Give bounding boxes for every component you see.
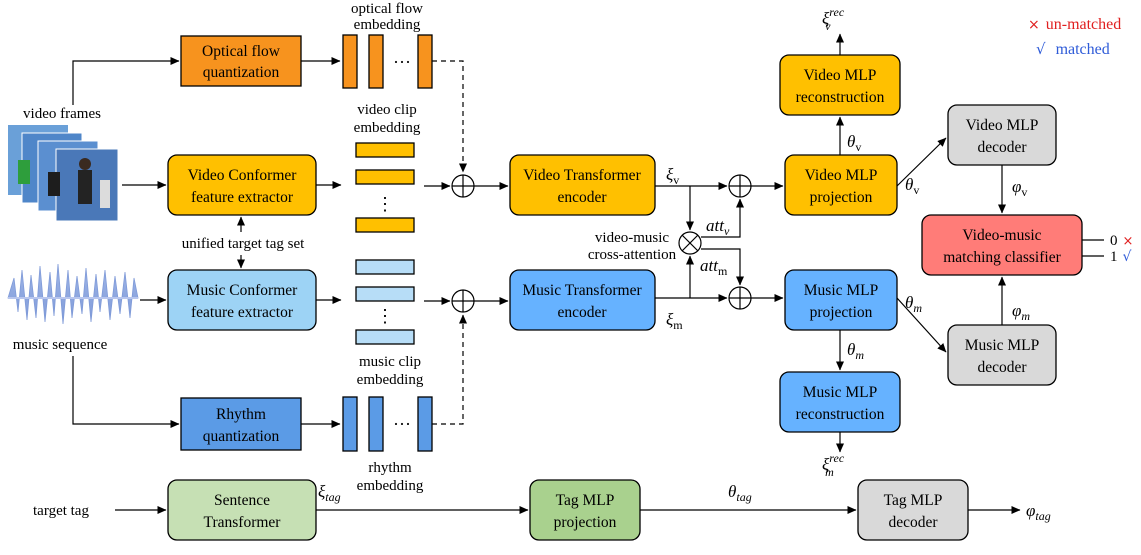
video-conformer-box: Video Conformer feature extractor	[167, 154, 317, 216]
output-zero: 0×	[1110, 233, 1133, 249]
video-mlp-reconstruction-box: Video MLP reconstruction	[779, 54, 901, 116]
mproj-line1: Music MLP	[804, 282, 879, 299]
video-vdots: ⋮	[376, 194, 394, 214]
music-mlp-decoder-box: Music MLP decoder	[947, 324, 1057, 386]
classifier-line1: Video-music	[962, 227, 1041, 244]
vrec-line1: Video MLP	[804, 67, 877, 84]
sentence-line1: Sentence	[214, 492, 270, 509]
sentence-transformer-box: Sentence Transformer	[167, 479, 317, 541]
video-frames-label: video frames	[23, 106, 101, 122]
phi-tag-symbol: φtag	[1026, 501, 1051, 523]
video-conformer-line2: feature extractor	[191, 189, 294, 206]
add-operator-video-att	[728, 174, 752, 198]
optical-embedding-label-2: embedding	[354, 17, 421, 33]
tagproj-line1: Tag MLP	[556, 492, 615, 509]
music-mlp-projection-box: Music MLP projection	[784, 269, 898, 331]
theta-v-up-symbol: θv	[847, 132, 861, 154]
tagdec-line2: decoder	[888, 514, 938, 531]
rhythm-embedding-label-1: rhythm	[368, 460, 412, 476]
music-clip-embedding-bars: ⋮	[355, 259, 415, 345]
optical-ellipsis: ···	[393, 52, 411, 72]
add-operator-music	[451, 289, 475, 313]
classifier-line2: matching classifier	[943, 249, 1061, 266]
tag-mlp-decoder-box: Tag MLP decoder	[857, 479, 969, 541]
video-transformer-box: Video Transformer encoder	[509, 154, 656, 216]
att-v-symbol: attv	[706, 216, 730, 238]
add-operator-video	[451, 174, 475, 198]
att-m-symbol: attm	[700, 256, 728, 278]
rhythm-quantization-box: Rhythm quantization	[180, 397, 302, 451]
music-conformer-line1: Music Conformer	[187, 282, 298, 299]
theta-m-right-symbol: θm	[905, 293, 922, 315]
sentence-line2: Transformer	[204, 514, 282, 531]
video-clip-label-2: embedding	[354, 120, 421, 136]
target-tag-label: target tag	[33, 503, 89, 519]
theta-tag-symbol: θtag	[728, 482, 752, 504]
legend-matched: √matched	[1036, 40, 1110, 58]
music-transformer-line1: Music Transformer	[522, 282, 642, 299]
xi-m-symbol: ξm	[666, 310, 683, 332]
music-conformer-line2: feature extractor	[191, 304, 294, 321]
legend-unmatched: ×un-matched	[1028, 16, 1121, 33]
matching-classifier-box: Video-music matching classifier	[921, 214, 1083, 276]
cross-attention-label-1: video-music	[595, 230, 669, 246]
rhythm-line1: Rhythm	[216, 406, 266, 423]
music-clip-label-1: music clip	[359, 354, 421, 370]
vproj-line2: projection	[810, 189, 873, 206]
music-conformer-box: Music Conformer feature extractor	[167, 269, 317, 331]
optical-embedding-label-1: optical flow	[351, 1, 423, 17]
video-mlp-projection-box: Video MLP projection	[784, 154, 898, 216]
cross-attention-label-2: cross-attention	[588, 247, 677, 263]
music-mlp-reconstruction-box: Music MLP reconstruction	[779, 371, 901, 433]
optical-flow-line2: quantization	[203, 64, 280, 81]
music-transformer-box: Music Transformer encoder	[509, 269, 656, 331]
mrec-line2: reconstruction	[796, 406, 885, 423]
add-operator-music-att	[728, 286, 752, 310]
video-frames-thumbnail	[8, 125, 119, 222]
mrec-line1: Music MLP	[803, 384, 878, 401]
rhythm-ellipsis: ···	[393, 414, 411, 434]
optical-flow-line1: Optical flow	[202, 43, 281, 60]
music-transformer-line2: encoder	[557, 304, 607, 321]
connector-arrows	[72, 33, 1021, 514]
rhythm-line2: quantization	[203, 428, 280, 445]
vdec-line2: decoder	[977, 139, 1027, 156]
video-transformer-line1: Video Transformer	[523, 167, 641, 184]
tagproj-line2: projection	[554, 514, 617, 531]
music-sequence-label: music sequence	[13, 337, 108, 353]
tag-mlp-projection-box: Tag MLP projection	[529, 479, 641, 541]
video-mlp-decoder-box: Video MLP decoder	[947, 104, 1057, 166]
theta-m-down-symbol: θm	[847, 340, 864, 362]
mdec-line2: decoder	[977, 359, 1027, 376]
video-clip-embedding-bars: ⋮	[355, 142, 415, 233]
video-transformer-line2: encoder	[557, 189, 607, 206]
mproj-line2: projection	[810, 304, 873, 321]
vproj-line1: Video MLP	[805, 167, 878, 184]
optical-flow-embedding-bars: ···	[342, 34, 433, 89]
music-clip-label-2: embedding	[357, 372, 424, 388]
optical-flow-quantization-box: Optical flow quantization	[180, 35, 302, 87]
xi-tag-symbol: ξtag	[318, 482, 341, 504]
video-conformer-line1: Video Conformer	[188, 167, 298, 184]
xi-v-symbol: ξv	[666, 165, 679, 187]
music-vdots: ⋮	[376, 306, 394, 326]
theta-v-right-symbol: θv	[905, 175, 919, 197]
unified-tag-set-label: unified target tag set	[182, 236, 305, 252]
legend: ×un-matched √matched	[1028, 16, 1121, 58]
music-waveform-thumbnail	[7, 263, 139, 325]
mdec-line1: Music MLP	[965, 337, 1040, 354]
video-clip-label-1: video clip	[357, 102, 417, 118]
phi-m-symbol: φm	[1012, 301, 1030, 323]
phi-v-symbol: φv	[1012, 177, 1027, 199]
tagdec-line1: Tag MLP	[884, 492, 943, 509]
vdec-line1: Video MLP	[966, 117, 1039, 134]
output-one: 1√	[1110, 249, 1132, 265]
cross-attention-operator	[678, 231, 702, 255]
rhythm-embedding-bars: ···	[342, 396, 433, 452]
vrec-line2: reconstruction	[796, 89, 885, 106]
rhythm-embedding-label-2: embedding	[357, 478, 424, 494]
